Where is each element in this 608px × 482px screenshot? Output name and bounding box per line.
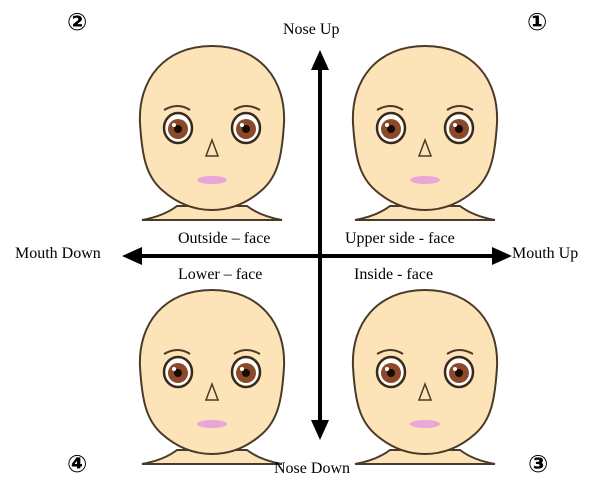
quadrant-label-lower-right: Inside - face [354, 267, 433, 283]
axis-label-bottom: Nose Down [274, 461, 350, 477]
quadrant-number-2: ② [67, 10, 87, 34]
axis-label-left: Mouth Down [15, 246, 101, 262]
quadrant-number-3: ③ [528, 452, 548, 476]
vertical-axis [311, 50, 329, 440]
quadrant-label-lower-left: Lower – face [178, 267, 262, 283]
quadrant-label-upper-left: Outside – face [178, 231, 270, 247]
face-upper-right [353, 46, 497, 220]
face-upper-left [140, 46, 284, 220]
quadrant-label-upper-right: Upper side - face [345, 231, 455, 247]
axis-label-top: Nose Up [283, 22, 339, 38]
axis-label-right: Mouth Up [512, 246, 578, 262]
horizontal-axis [122, 247, 512, 265]
face-lower-right [353, 290, 497, 464]
face-lower-left [140, 290, 284, 464]
quadrant-number-4: ④ [67, 452, 87, 476]
quadrant-number-1: ① [527, 10, 547, 34]
